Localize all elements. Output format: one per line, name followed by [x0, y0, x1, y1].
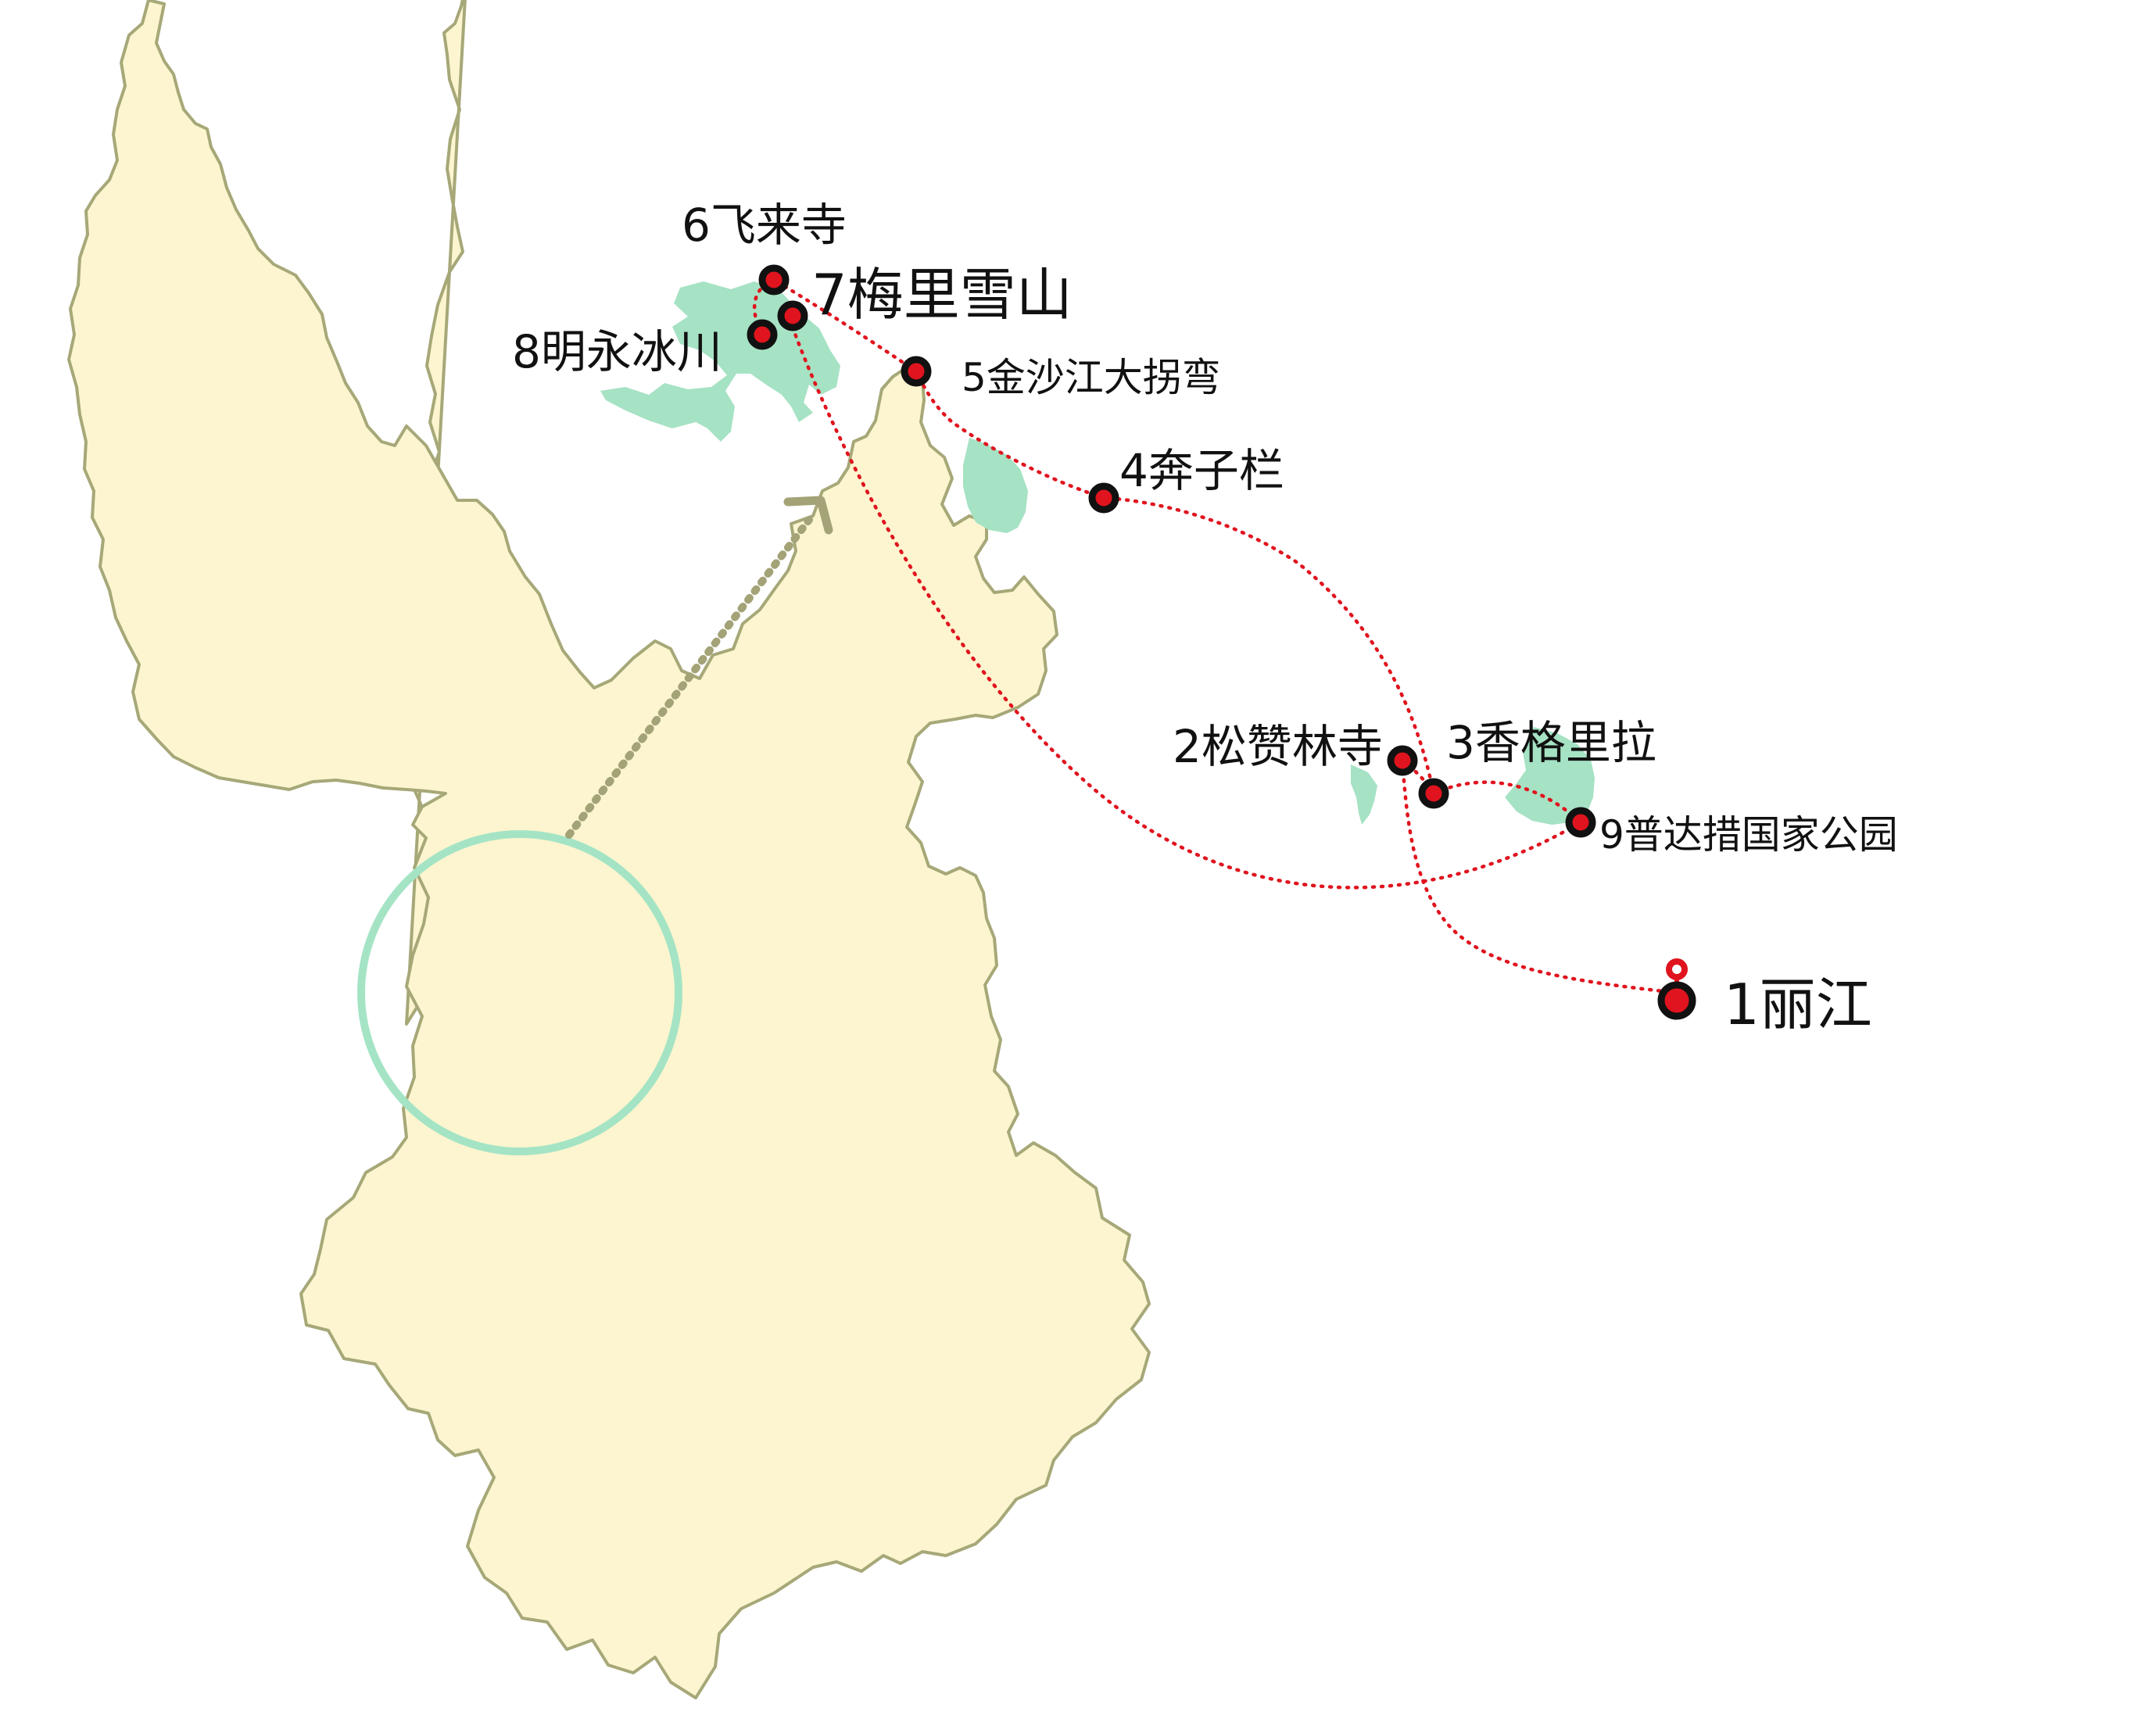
stop-marker-2[interactable]	[1387, 745, 1418, 776]
label-stop-8: 8明永冰川	[512, 325, 722, 378]
green-area-pudacuo	[1505, 727, 1595, 825]
label-stop-1: 1丽江	[1724, 972, 1872, 1037]
label-stop-9: 9普达措国家公园	[1599, 812, 1898, 858]
stop-marker-9[interactable]	[1565, 807, 1596, 838]
route-5-6	[772, 278, 919, 374]
route-7-9	[787, 317, 1583, 890]
route-3-4	[1101, 496, 1436, 796]
stop-marker-3[interactable]	[1418, 778, 1449, 809]
stop-markers	[747, 264, 1596, 838]
province-body	[67, 0, 1151, 1699]
route-4-5	[914, 369, 1106, 500]
label-stop-7: 7梅里雪山	[811, 262, 1073, 328]
label-stop-6: 6飞来寺	[682, 199, 847, 252]
green-area-songzanlin	[1351, 765, 1377, 825]
label-stop-2: 2松赞林寺	[1173, 720, 1383, 773]
route-3-9	[1431, 780, 1583, 825]
stop-marker-4[interactable]	[1088, 482, 1119, 514]
label-stop-5: 5金沙江大拐弯	[962, 355, 1221, 400]
label-stop-3: 3香格里拉	[1446, 716, 1656, 769]
map-pin-icon[interactable]	[1657, 958, 1696, 1020]
green-area-benzilan	[963, 438, 1028, 533]
stop-labels: 1丽江 2松赞林寺 3香格里拉 4奔子栏 5金沙江大拐弯 6飞来寺 7梅里雪山 …	[512, 199, 1898, 1037]
stop-marker-8[interactable]	[747, 319, 778, 350]
stop-marker-7[interactable]	[777, 300, 808, 331]
stop-marker-5[interactable]	[901, 356, 932, 387]
stop-marker-6[interactable]	[758, 264, 790, 295]
direction-arrow-icon	[565, 496, 833, 839]
focus-circle	[357, 830, 682, 1155]
label-stop-4: 4奔子栏	[1119, 444, 1284, 497]
